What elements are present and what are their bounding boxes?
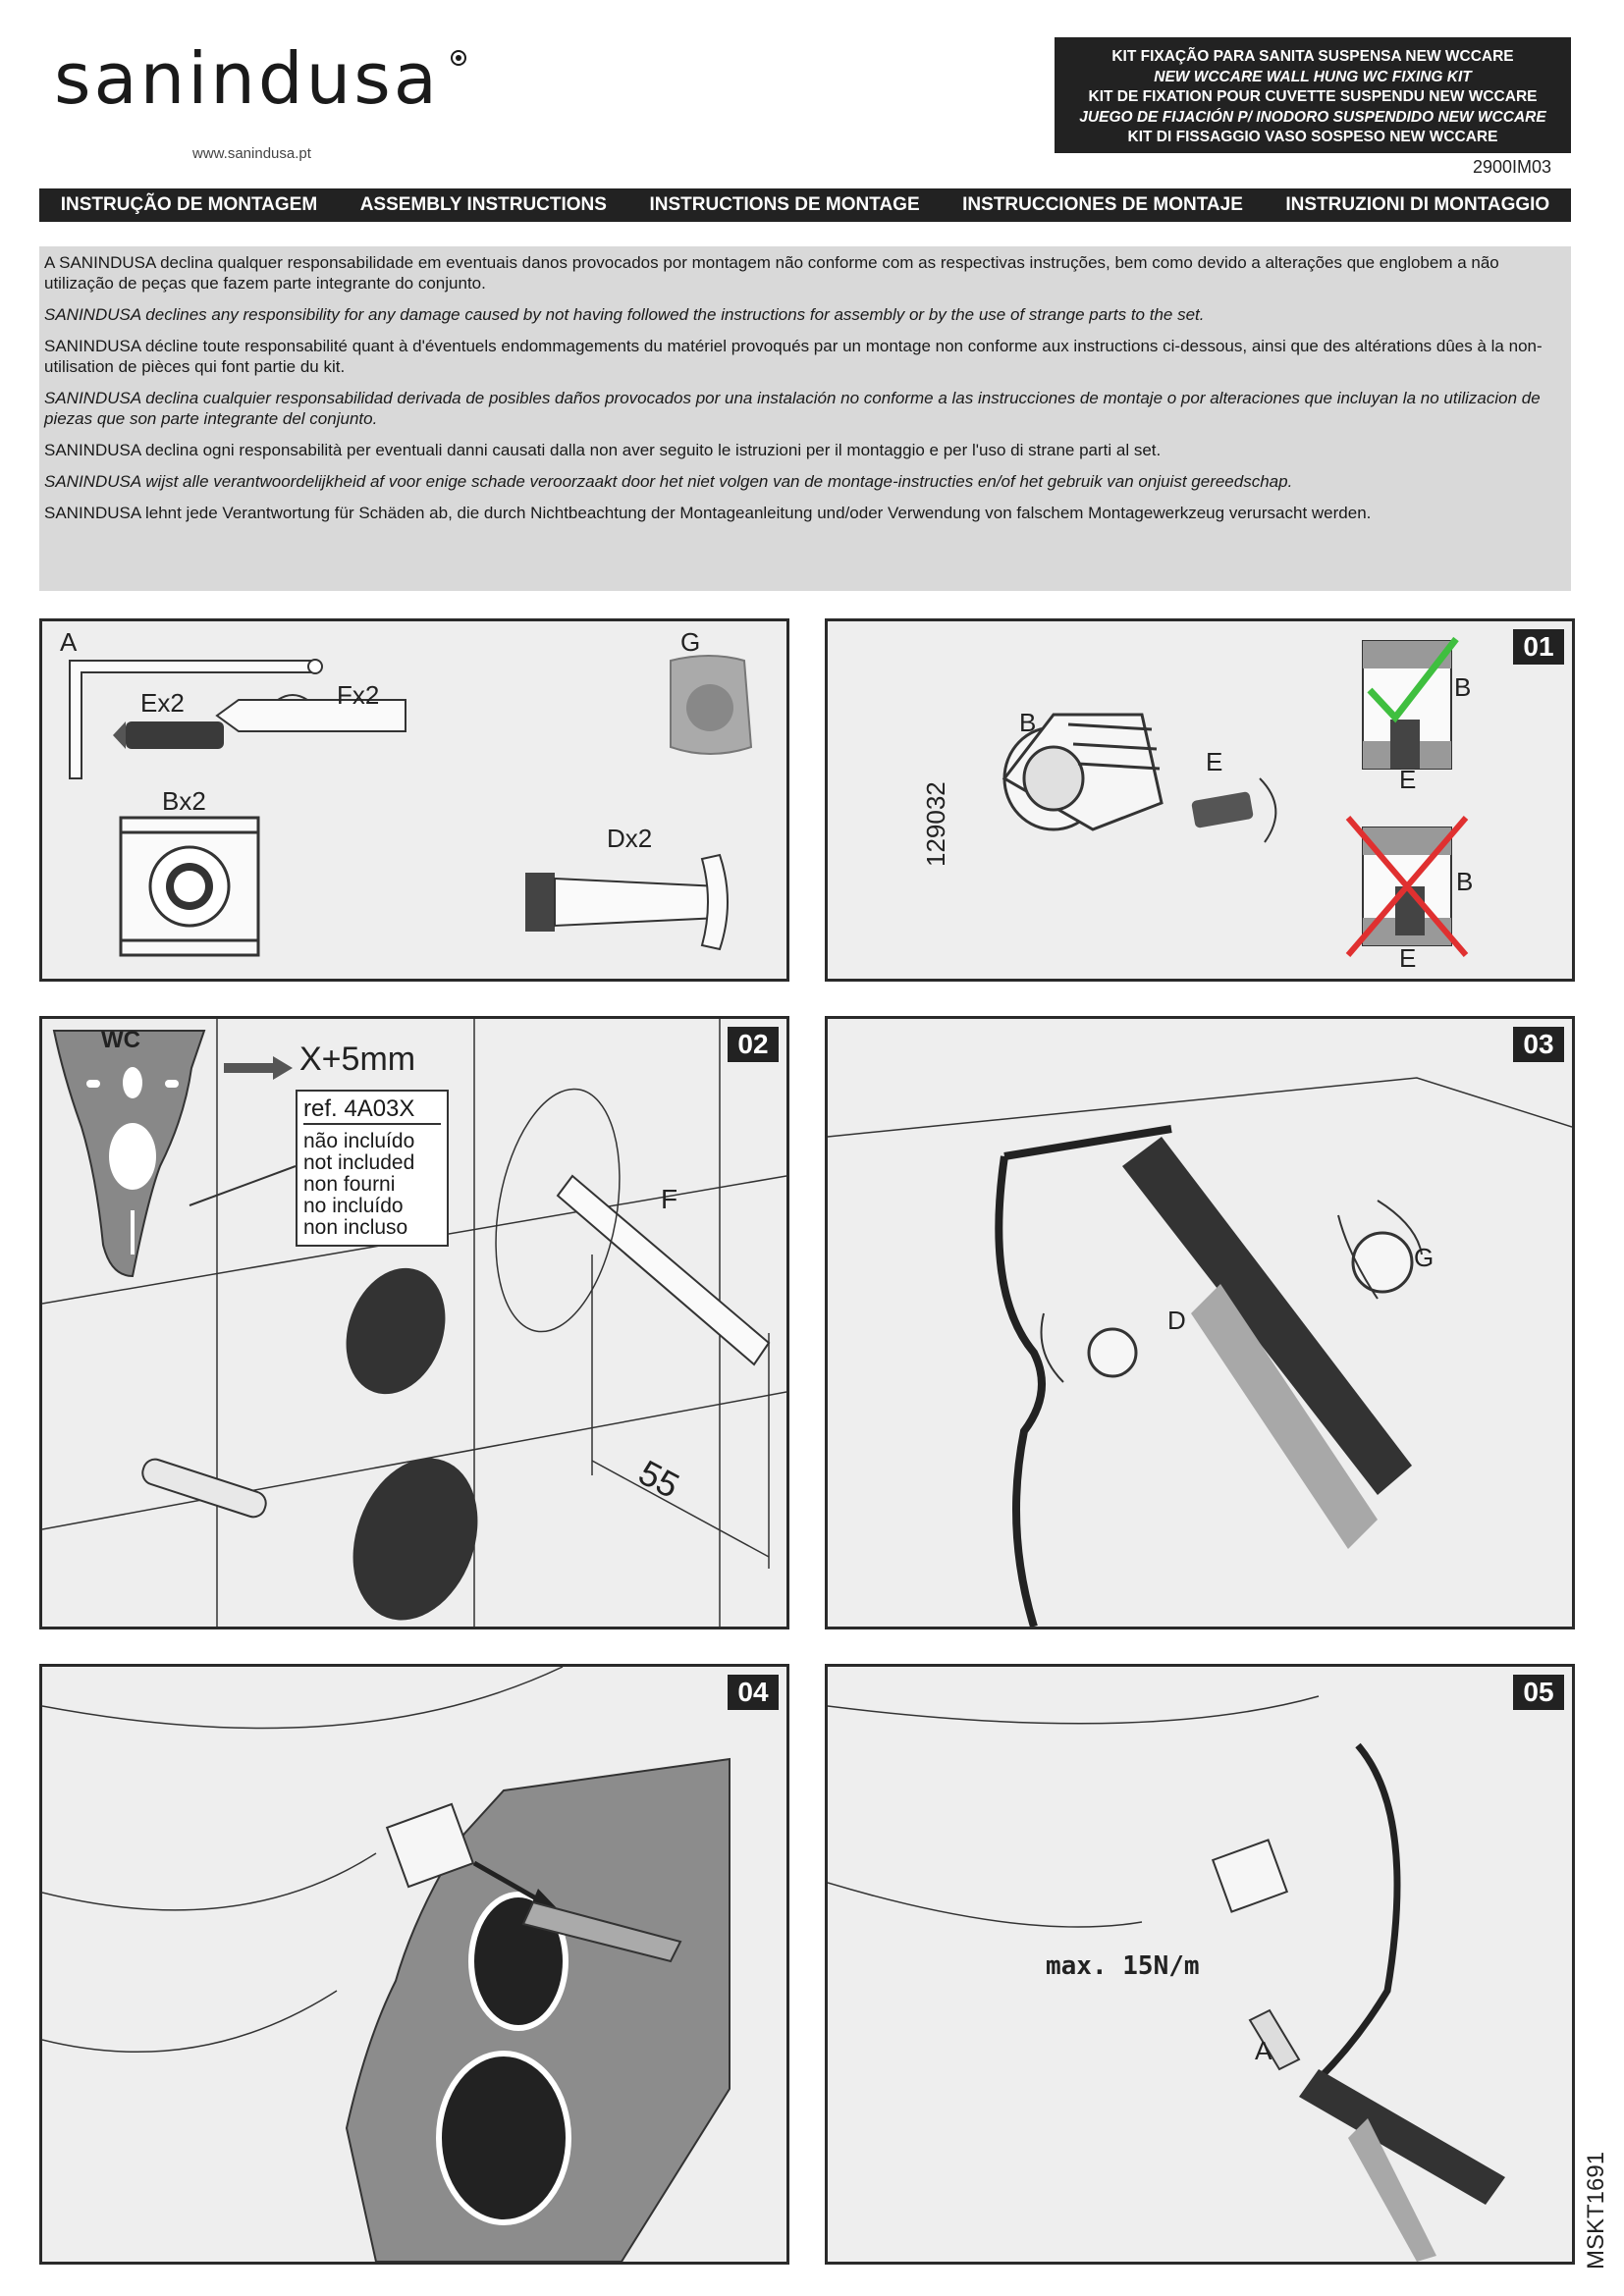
bad-label-e: E <box>1399 943 1417 973</box>
plate-label: WC <box>101 1027 140 1053</box>
check-icon <box>1367 636 1459 723</box>
part-code: 129032 <box>921 781 950 867</box>
title-pt: KIT FIXAÇÃO PARA SANITA SUSPENSA NEW WCC… <box>1111 48 1514 65</box>
threaded-rod-icon <box>126 721 224 749</box>
label-d: D <box>1167 1306 1186 1335</box>
instructions-en: ASSEMBLY INSTRUCTIONS <box>359 194 607 215</box>
parts-panel: A Ex2 Fx2 G Bx2 Dx2 <box>39 618 789 982</box>
disclaimer-en: SANINDUSA declines any responsibility fo… <box>44 305 1205 324</box>
step-05-panel: 05 max. 15N/m A <box>825 1664 1575 2265</box>
disclaimer-es: SANINDUSA declina cualquier responsabili… <box>44 389 1541 428</box>
label-f: F <box>661 1184 678 1214</box>
silicone-gun-icon <box>1299 2069 1505 2205</box>
title-en: NEW WCCARE WALL HUNG WC FIXING KIT <box>1154 68 1472 85</box>
silicone-bead <box>1316 1742 1401 2082</box>
spacer-d-icon <box>525 873 555 932</box>
kit-title-box: KIT FIXAÇÃO PARA SANITA SUSPENSA NEW WCC… <box>1055 37 1571 153</box>
part-f-label: Fx2 <box>337 680 380 710</box>
not-included-it: non incluso <box>303 1216 408 1239</box>
ref-code: ref. 4A03X <box>303 1095 441 1125</box>
step-number: 04 <box>728 1675 779 1710</box>
instructions-pt: INSTRUÇÃO DE MONTAGEM <box>60 194 318 215</box>
step-04-panel: 04 <box>39 1664 789 2265</box>
step-03-illustration <box>828 1077 1572 1627</box>
disclaimer-it: SANINDUSA declina ogni responsabilità pe… <box>44 441 1162 459</box>
silicone-gun-icon <box>1122 1137 1412 1495</box>
footer-code: MSKT1691 <box>1583 2151 1609 2269</box>
screw-e-icon <box>1191 791 1254 828</box>
step-02-panel: 02 WC X+5mm ref. 4A03X não incluído not … <box>39 1016 789 1629</box>
step-number: 05 <box>1513 1675 1564 1710</box>
brand-mark-icon <box>451 50 466 66</box>
arrow-right-icon <box>224 1056 293 1080</box>
brand-logo: sanindusa <box>54 37 440 120</box>
step-05-illustration <box>828 1695 1505 2262</box>
part-d-label: Dx2 <box>607 824 653 853</box>
block-b-icon <box>385 1802 475 1889</box>
label-b: B <box>1019 708 1037 737</box>
step-03-panel: 03 D G <box>825 1016 1575 1629</box>
instructions-bar: INSTRUÇÃO DE MONTAGEM ASSEMBLY INSTRUCTI… <box>39 188 1571 222</box>
block-b-icon <box>1211 1839 1289 1913</box>
instructions-es: INSTRUCCIONES DE MONTAJE <box>962 194 1243 215</box>
not-included-box: ref. 4A03X não incluído not included non… <box>296 1090 449 1247</box>
not-included-pt: não incluído <box>303 1130 415 1152</box>
step-01-illustration <box>1001 636 1469 957</box>
bad-label-b: B <box>1456 867 1474 896</box>
not-included-en: not included <box>303 1151 415 1174</box>
ok-label-b: B <box>1454 672 1472 702</box>
disclaimer-nl: SANINDUSA wijst alle verantwoordelijkhei… <box>44 472 1293 491</box>
not-included-es: no incluído <box>303 1195 404 1217</box>
part-b-label: Bx2 <box>162 786 206 816</box>
part-e-label: Ex2 <box>140 688 185 718</box>
title-it: KIT DI FISSAGGIO VASO SOSPESO NEW WCCARE <box>1127 129 1498 145</box>
hole-icon <box>346 1267 446 1395</box>
step-number: 01 <box>1513 629 1564 665</box>
torque-label: max. 15N/m <box>1046 1951 1200 1981</box>
part-g-label: G <box>680 627 701 657</box>
part-a-label: A <box>60 627 78 657</box>
instructions-fr: INSTRUCTIONS DE MONTAGE <box>649 194 920 215</box>
title-es: JUEGO DE FIJACIÓN P/ INODORO SUSPENDIDO … <box>1079 108 1546 126</box>
ok-label-e: E <box>1399 765 1417 794</box>
label-e: E <box>1206 747 1223 776</box>
instructions-it: INSTRUZIONI DI MONTAGGIO <box>1285 194 1550 215</box>
step-01-panel: 01 129032 B E B E B E <box>825 618 1575 982</box>
bolt-f-icon <box>215 699 406 732</box>
disclaimer-fr: SANINDUSA décline toute responsabilité q… <box>44 337 1543 376</box>
step-number: 03 <box>1513 1027 1564 1062</box>
disclaimer-de: SANINDUSA lehnt jede Verantwortung für S… <box>44 504 1372 522</box>
document-code: 2900IM03 <box>1473 157 1552 177</box>
disclaimer-block: A SANINDUSA declina qualquer responsabil… <box>39 246 1571 591</box>
step-04-illustration <box>42 1667 731 2262</box>
not-included-fr: non fourni <box>303 1173 396 1196</box>
parts-illustration <box>69 655 753 957</box>
website-link[interactable]: www.sanindusa.pt <box>192 145 311 162</box>
title-fr: KIT DE FIXATION POUR CUVETTE SUSPENDU NE… <box>1088 88 1538 105</box>
label-a: A <box>1255 2036 1272 2065</box>
silicone-bead <box>995 1155 1046 1627</box>
allen-key-icon <box>1248 2008 1301 2071</box>
step-02-illustration <box>42 1019 786 1627</box>
label-g: G <box>1414 1243 1435 1272</box>
offset-label: X+5mm <box>299 1041 416 1078</box>
disclaimer-pt: A SANINDUSA declina qualquer responsabil… <box>44 253 1499 293</box>
step-number: 02 <box>728 1027 779 1062</box>
